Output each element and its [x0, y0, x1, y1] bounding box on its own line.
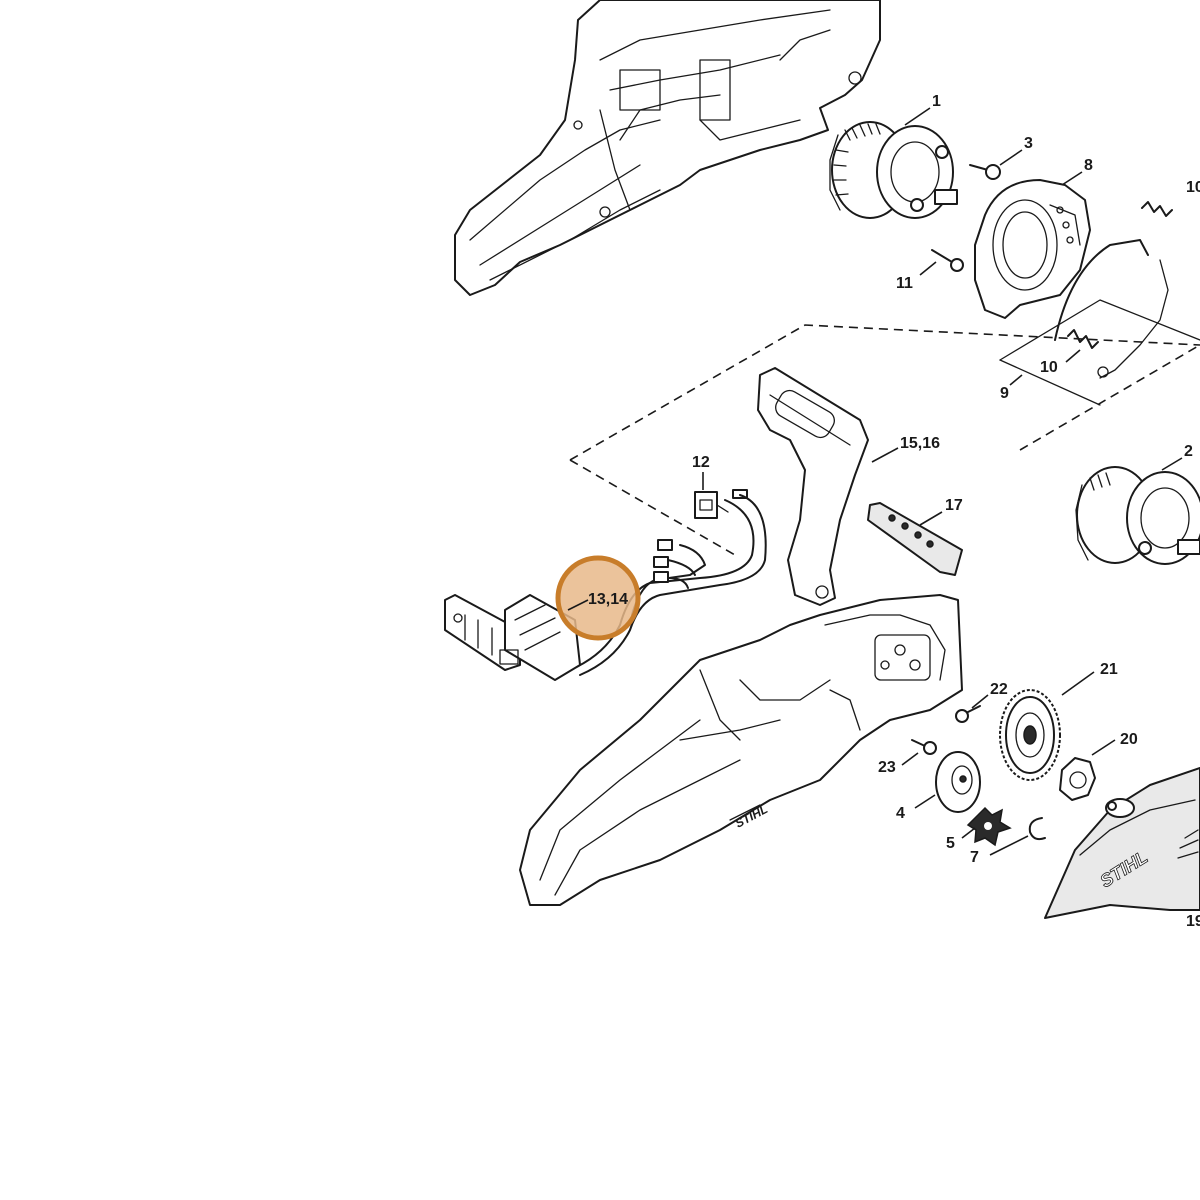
upper-motor-housing [454, 0, 881, 296]
label-17: 17 [945, 497, 963, 514]
label-21: 21 [1100, 661, 1118, 678]
part-19-sprocket-cover [1044, 767, 1200, 919]
part-2-motor [1075, 466, 1200, 565]
part-3-screw [969, 164, 1001, 180]
part-10-spring-upper [1141, 201, 1173, 217]
label-10-lower: 10 [1040, 359, 1058, 376]
part-1-motor [829, 121, 958, 219]
label-7: 7 [970, 849, 979, 866]
part-15-16-handle [757, 367, 869, 606]
label-8: 8 [1084, 157, 1093, 174]
label-1: 1 [932, 93, 941, 110]
part-22-screw [955, 705, 981, 723]
highlight-marker [555, 555, 641, 641]
part-9-assembly-box [999, 299, 1200, 406]
assembly-frame [569, 324, 1200, 556]
label-5: 5 [946, 835, 955, 852]
part-20-nut [1059, 757, 1096, 801]
label-23: 23 [878, 759, 896, 776]
label-2: 2 [1184, 443, 1193, 460]
part-4-cap [935, 751, 981, 813]
part-7-clip [1028, 817, 1046, 841]
label-20: 20 [1120, 731, 1138, 748]
label-4: 4 [896, 805, 905, 822]
label-10-upper: 10 [1186, 179, 1200, 196]
label-3: 3 [1024, 135, 1033, 152]
part-5-sprocket-star [966, 806, 1012, 847]
part-21-gear [999, 689, 1061, 781]
part-17-label-strip [867, 502, 963, 576]
label-19: 19 [1186, 913, 1200, 930]
label-15-16: 15,16 [900, 435, 940, 452]
part-11-screw [931, 249, 964, 272]
part-12-switch [694, 489, 748, 519]
wiring-harness [569, 494, 767, 676]
part-10-spring-lower [1067, 329, 1099, 349]
brake-band [1054, 239, 1169, 379]
lower-motor-housing [519, 594, 963, 906]
part-8-brake-housing [974, 179, 1091, 319]
label-13-14: 13,14 [588, 591, 628, 608]
label-22: 22 [990, 681, 1008, 698]
label-9: 9 [1000, 385, 1009, 402]
label-11: 11 [896, 275, 913, 292]
part-23-screw [911, 739, 937, 755]
label-12: 12 [692, 454, 710, 471]
